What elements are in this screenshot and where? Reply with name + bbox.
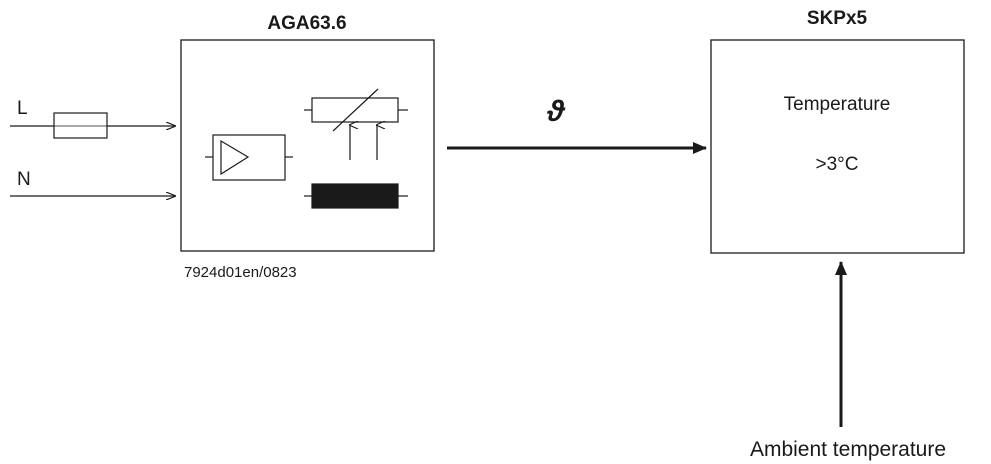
heat-symbol: ϑ — [546, 95, 566, 128]
line-label: L — [17, 98, 28, 119]
actuator-title: SKPx5 — [807, 8, 868, 29]
heater-title: AGA63.6 — [267, 13, 346, 34]
ambient-label: Ambient temperature — [750, 438, 946, 461]
heating-element-icon — [304, 183, 408, 209]
actuator-text-line1: Temperature — [784, 94, 891, 115]
fuse-icon — [53, 112, 108, 139]
neutral-label: N — [17, 169, 31, 190]
actuator-text-line2: >3°C — [816, 154, 859, 175]
drawing-code: 7924d01en/0823 — [184, 264, 297, 281]
actuator-box — [710, 39, 965, 254]
variable-resistor-icon — [304, 88, 408, 132]
heater-box — [180, 39, 435, 252]
amplifier-icon — [205, 134, 293, 181]
